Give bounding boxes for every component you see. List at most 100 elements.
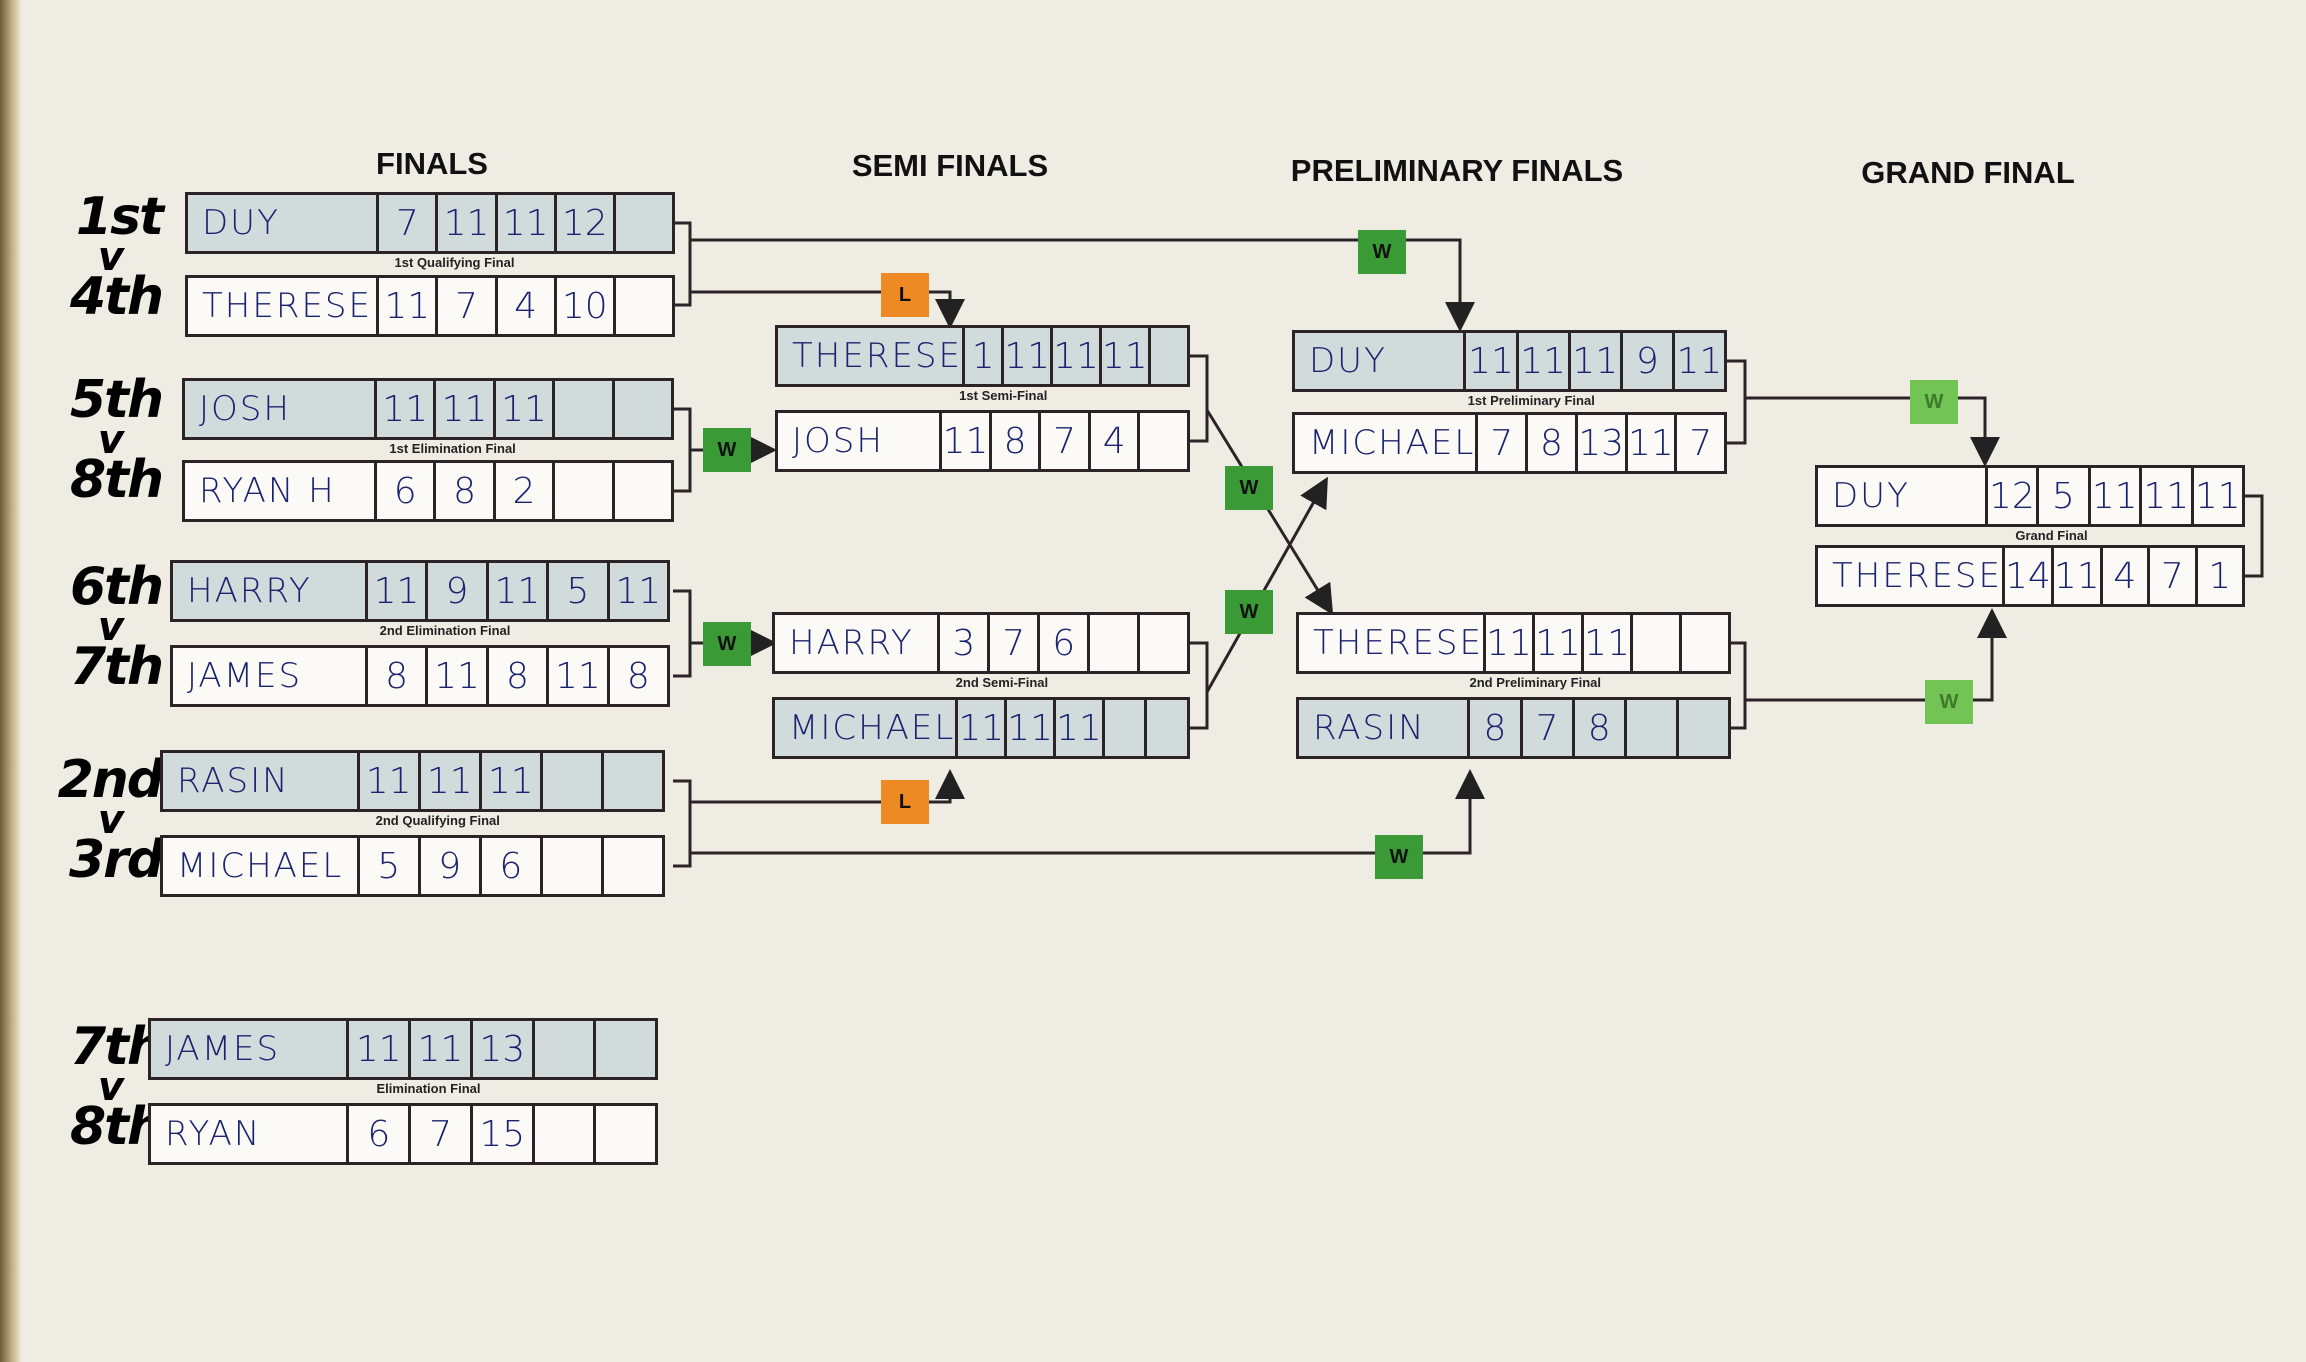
game-score-2[interactable]: 5 <box>2036 468 2087 524</box>
game-score-4[interactable]: 4 <box>1087 413 1138 469</box>
game-score-3[interactable]: 11 <box>1581 615 1630 671</box>
game-score-1[interactable]: 11 <box>364 563 425 619</box>
game-score-2[interactable]: 11 <box>1004 700 1053 756</box>
player-name[interactable]: JOSH <box>792 421 884 461</box>
game-score-5[interactable]: 7 <box>1674 415 1724 471</box>
game-score-4[interactable] <box>539 753 601 809</box>
game-score-4[interactable] <box>552 463 611 519</box>
game-score-1[interactable]: 1 <box>962 328 1001 384</box>
game-score-3[interactable]: 2 <box>492 463 552 519</box>
game-score-2[interactable]: 11 <box>425 648 485 704</box>
game-score-4[interactable]: 5 <box>546 563 606 619</box>
game-score-5[interactable]: 1 <box>2194 548 2242 604</box>
game-score-5[interactable]: 8 <box>606 648 667 704</box>
game-score-2[interactable]: 9 <box>425 563 485 619</box>
game-score-1[interactable]: 11 <box>1463 333 1515 389</box>
game-score-5[interactable] <box>1137 413 1187 469</box>
game-score-3[interactable]: 6 <box>478 838 540 894</box>
game-score-4[interactable] <box>539 838 601 894</box>
game-score-1[interactable]: 12 <box>1984 468 2036 524</box>
game-score-5[interactable] <box>593 1021 655 1077</box>
game-score-4[interactable]: 9 <box>1619 333 1672 389</box>
game-score-1[interactable]: 11 <box>346 1021 408 1077</box>
game-score-3[interactable]: 11 <box>492 381 552 437</box>
game-score-1[interactable]: 14 <box>2002 548 2051 604</box>
game-score-4[interactable] <box>1623 700 1676 756</box>
game-score-3[interactable]: 11 <box>1567 333 1620 389</box>
game-score-1[interactable]: 6 <box>346 1106 408 1162</box>
game-score-4[interactable] <box>1630 615 1679 671</box>
game-score-5[interactable]: 11 <box>606 563 667 619</box>
game-score-1[interactable]: 11 <box>1483 615 1532 671</box>
player-name[interactable]: THERESE <box>202 286 372 326</box>
player-name[interactable]: DUY <box>1309 341 1387 381</box>
game-score-3[interactable]: 6 <box>1037 615 1087 671</box>
game-score-2[interactable]: 8 <box>988 413 1039 469</box>
game-score-3[interactable]: 7 <box>1038 413 1088 469</box>
game-score-5[interactable] <box>593 1106 655 1162</box>
game-score-3[interactable]: 4 <box>494 278 554 334</box>
game-score-2[interactable]: 7 <box>435 278 494 334</box>
game-score-1[interactable]: 8 <box>364 648 425 704</box>
game-score-2[interactable]: 8 <box>433 463 492 519</box>
game-score-1[interactable]: 11 <box>373 381 433 437</box>
game-score-2[interactable]: 11 <box>2050 548 2100 604</box>
player-name[interactable]: DUY <box>202 203 280 243</box>
game-score-5[interactable] <box>612 278 672 334</box>
game-score-5[interactable] <box>600 753 662 809</box>
game-score-2[interactable]: 11 <box>435 195 494 251</box>
game-score-2[interactable]: 11 <box>1515 333 1568 389</box>
game-score-4[interactable]: 12 <box>553 195 613 251</box>
player-name[interactable]: DUY <box>1832 476 1910 516</box>
player-name[interactable]: RASIN <box>1313 708 1426 748</box>
game-score-3[interactable]: 11 <box>478 753 540 809</box>
game-score-1[interactable]: 7 <box>376 195 435 251</box>
game-score-2[interactable]: 9 <box>417 838 479 894</box>
game-score-5[interactable] <box>600 838 662 894</box>
player-name[interactable]: MICHAEL <box>1309 423 1476 463</box>
game-score-2[interactable]: 7 <box>987 615 1037 671</box>
game-score-4[interactable]: 11 <box>1098 328 1148 384</box>
game-score-1[interactable]: 11 <box>955 700 1004 756</box>
game-score-3[interactable]: 15 <box>469 1106 532 1162</box>
game-score-5[interactable] <box>1679 615 1728 671</box>
game-score-4[interactable] <box>531 1106 594 1162</box>
game-score-4[interactable]: 7 <box>2147 548 2194 604</box>
game-score-5[interactable] <box>1137 615 1187 671</box>
game-score-3[interactable]: 11 <box>494 195 554 251</box>
game-score-4[interactable] <box>1087 615 1137 671</box>
game-score-1[interactable]: 6 <box>373 463 433 519</box>
game-score-4[interactable]: 11 <box>1624 415 1675 471</box>
game-score-4[interactable]: 11 <box>546 648 606 704</box>
game-score-1[interactable]: 11 <box>939 413 989 469</box>
player-name[interactable]: THERESE <box>1832 556 2002 596</box>
player-name[interactable]: JAMES <box>187 656 303 696</box>
player-name[interactable]: HARRY <box>789 623 914 663</box>
game-score-3[interactable]: 11 <box>485 563 546 619</box>
game-score-2[interactable]: 11 <box>1532 615 1581 671</box>
game-score-5[interactable] <box>611 463 671 519</box>
game-score-5[interactable] <box>1144 700 1187 756</box>
player-name[interactable]: RYAN <box>165 1114 262 1154</box>
player-name[interactable]: THERESE <box>792 336 962 376</box>
game-score-3[interactable]: 13 <box>1574 415 1625 471</box>
game-score-2[interactable]: 8 <box>1525 415 1575 471</box>
game-score-1[interactable]: 7 <box>1475 415 1525 471</box>
game-score-3[interactable]: 11 <box>1050 328 1099 384</box>
game-score-3[interactable]: 11 <box>1052 700 1102 756</box>
game-score-1[interactable]: 11 <box>356 753 418 809</box>
game-score-5[interactable]: 11 <box>2190 468 2242 524</box>
game-score-1[interactable]: 11 <box>376 278 435 334</box>
game-score-3[interactable]: 13 <box>469 1021 532 1077</box>
game-score-5[interactable] <box>612 195 672 251</box>
game-score-5[interactable]: 11 <box>1671 333 1724 389</box>
player-name[interactable]: HARRY <box>187 571 312 611</box>
player-name[interactable]: RASIN <box>177 761 290 801</box>
game-score-2[interactable]: 7 <box>408 1106 470 1162</box>
game-score-4[interactable] <box>552 381 611 437</box>
player-name[interactable]: MICHAEL <box>177 846 344 886</box>
game-score-4[interactable] <box>531 1021 594 1077</box>
game-score-2[interactable]: 11 <box>417 753 479 809</box>
player-name[interactable]: JOSH <box>199 389 291 429</box>
game-score-1[interactable]: 5 <box>356 838 418 894</box>
